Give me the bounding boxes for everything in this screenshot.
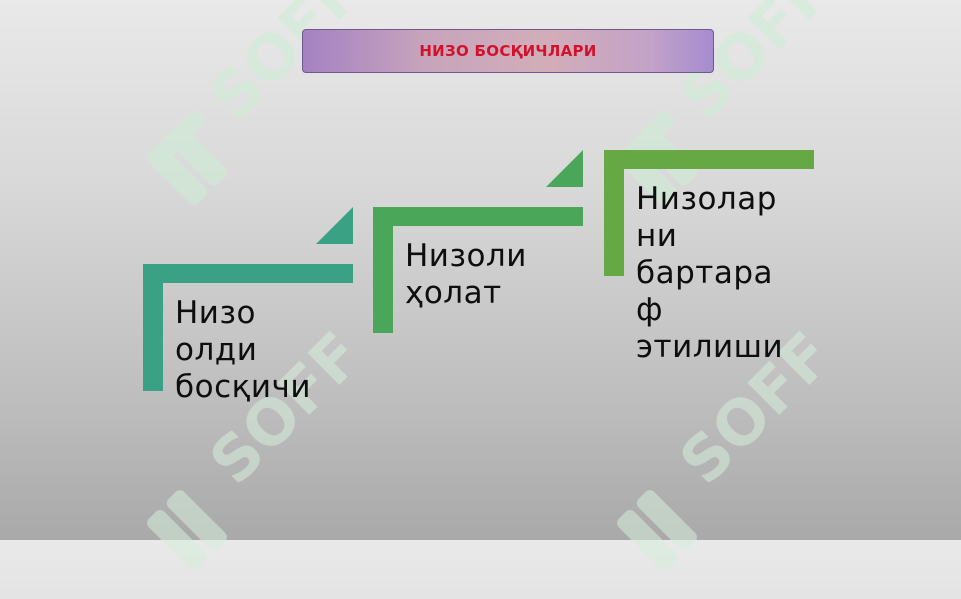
step-3-horizontal-bar (604, 150, 814, 169)
step-2-label: Низоли ҳолат (405, 238, 527, 311)
step-2-triangle (546, 150, 583, 187)
slide-title-box: НИЗО БОСҚИЧЛАРИ (302, 29, 714, 73)
step-3-bracket (604, 150, 814, 276)
step-1-horizontal-bar (143, 264, 353, 283)
watermark-logo: SOFF (585, 318, 846, 595)
step-3-label: Низолар ни бартара ф этилиши (636, 181, 784, 365)
step-2-vertical-bar (373, 207, 393, 333)
step-1-bracket (143, 207, 353, 391)
step-3-vertical-bar (604, 150, 624, 276)
step-2-horizontal-bar (373, 207, 583, 226)
step-1-label: Низо олди босқичи (175, 295, 311, 405)
slide-title: НИЗО БОСҚИЧЛАРИ (419, 42, 597, 60)
step-3: Низолар ни бартара ф этилиши (604, 150, 819, 380)
step-1: Низо олди босқичи (143, 207, 358, 405)
step-2: Низоли ҳолат (373, 150, 588, 335)
step-2-bracket (373, 150, 583, 333)
step-1-triangle (316, 207, 353, 244)
step-1-vertical-bar (143, 264, 163, 391)
